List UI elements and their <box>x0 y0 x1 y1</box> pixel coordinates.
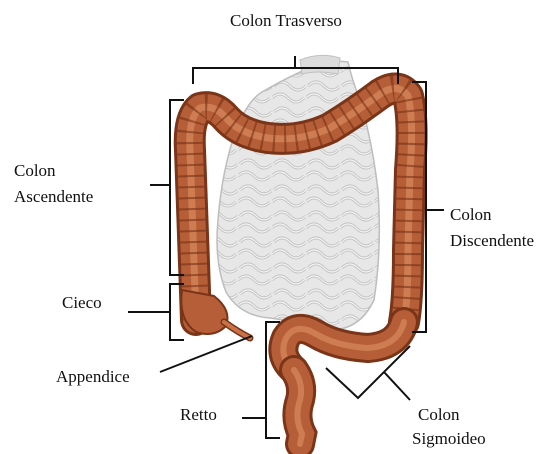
label-transverse-colon: Colon Trasverso <box>230 10 342 32</box>
label-ascending-colon-line2: Ascendente <box>14 186 93 208</box>
label-cecum: Cieco <box>62 292 102 314</box>
label-appendix: Appendice <box>56 366 130 388</box>
label-sigmoid-colon-line2: Sigmoideo <box>412 428 486 450</box>
label-ascending-colon-line1: Colon <box>14 160 56 182</box>
sigmoid-leader <box>384 372 410 400</box>
label-rectum: Retto <box>180 404 217 426</box>
label-descending-colon-line1: Colon <box>450 204 492 226</box>
label-sigmoid-colon-line1: Colon <box>418 404 460 426</box>
appendix-leader <box>160 336 252 372</box>
label-descending-colon-line2: Discendente <box>450 230 534 252</box>
